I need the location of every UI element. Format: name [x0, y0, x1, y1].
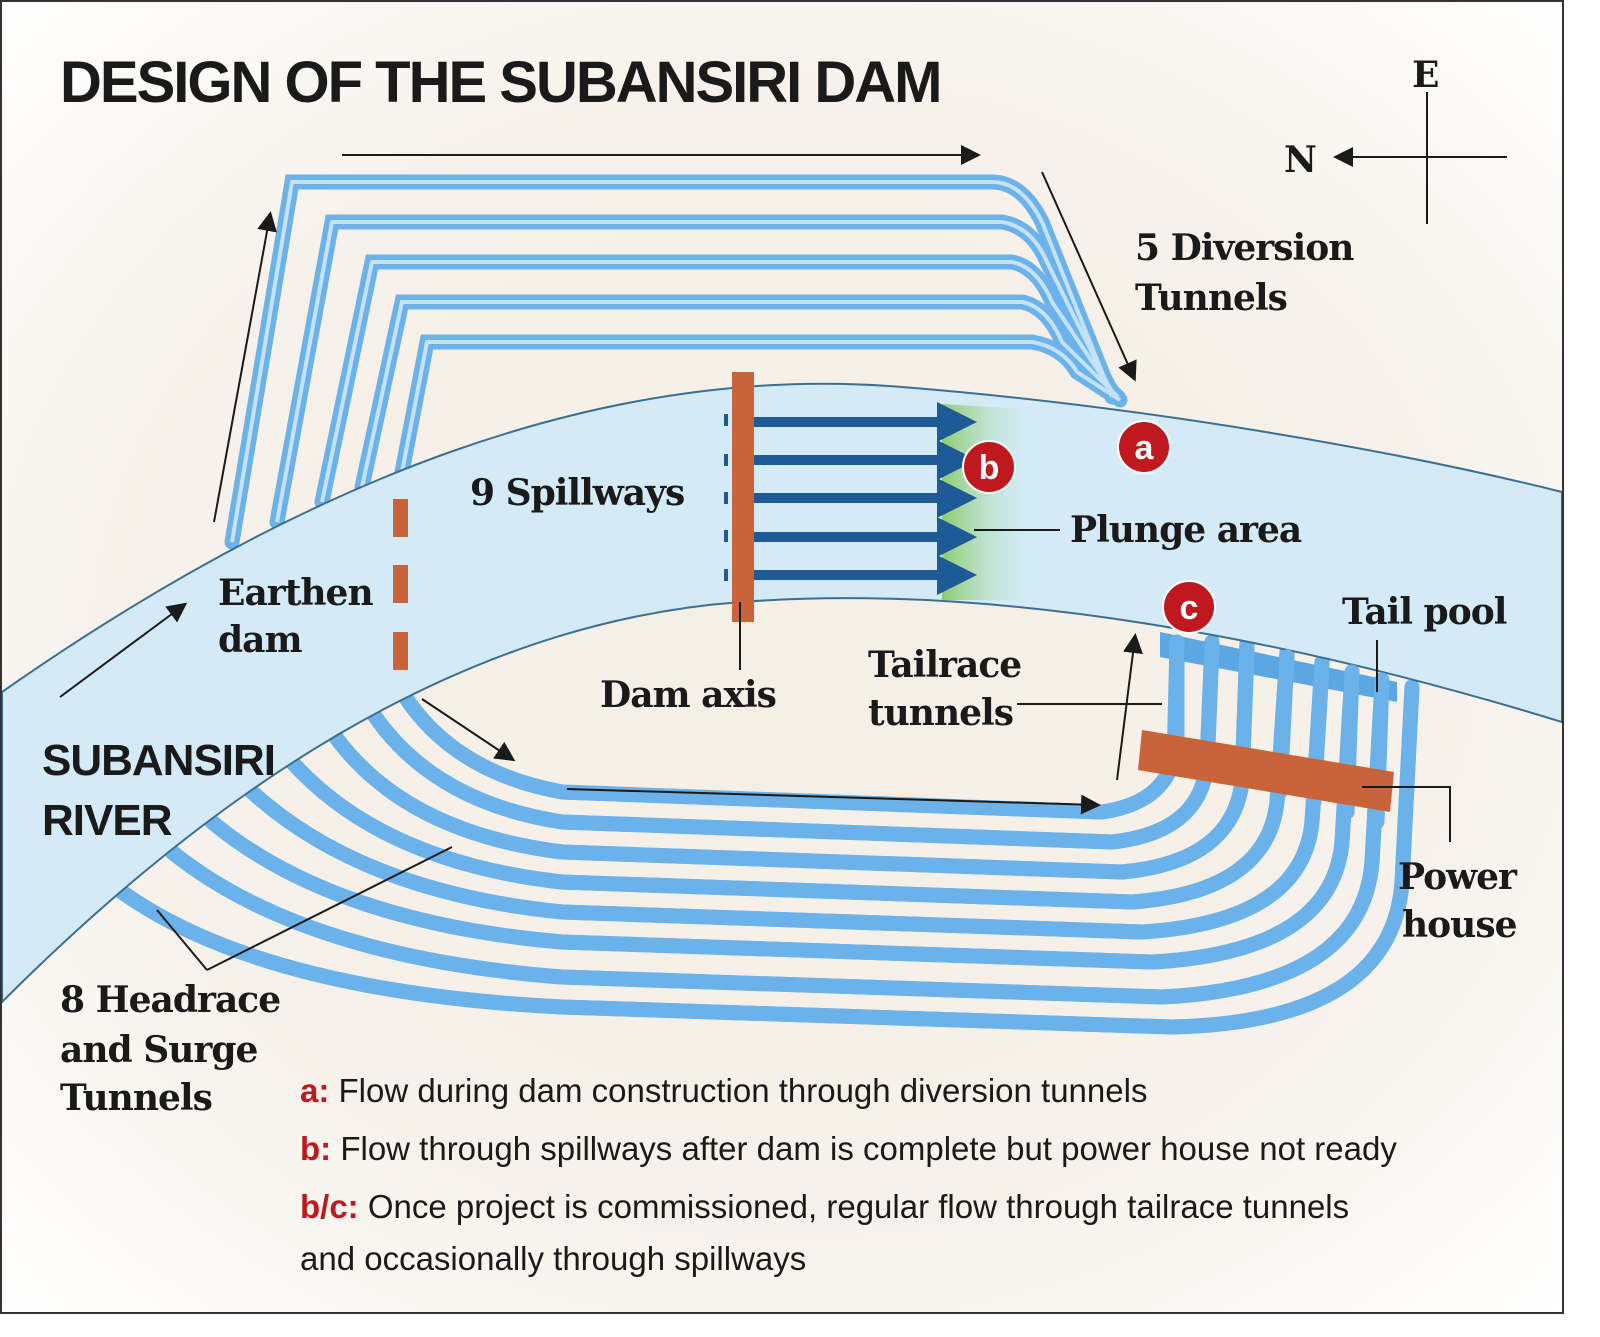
- diversion-label: 5 Diversion: [1135, 227, 1354, 269]
- earthen-dam-label: Earthen: [218, 572, 373, 614]
- svg-text:c: c: [1180, 589, 1199, 627]
- legend-item-bc-cont: and occasionally through spillways: [300, 1240, 806, 1277]
- compass-north: N: [1284, 139, 1316, 181]
- power-house: [1138, 730, 1394, 812]
- power-house-label: house: [1402, 904, 1517, 946]
- headrace-tunnels: [114, 634, 1420, 1035]
- earthen-dam-label: dam: [218, 619, 302, 661]
- marker-a: a: [1117, 420, 1171, 474]
- dam-axis-label: Dam axis: [600, 674, 776, 716]
- earthen-dam: [393, 499, 408, 670]
- power-house-label: Power: [1398, 856, 1518, 898]
- diversion-label: Tunnels: [1135, 277, 1287, 319]
- svg-text:a: a: [1135, 429, 1155, 467]
- headrace-label: and Surge: [60, 1029, 258, 1071]
- dam-diagram: E N a b c DESIGN OF THE SUBANSIRI DAM 5 …: [0, 0, 1564, 1314]
- page-title: DESIGN OF THE SUBANSIRI DAM: [60, 50, 941, 115]
- spillways-label: 9 Spillways: [470, 472, 684, 514]
- headrace-label: Tunnels: [60, 1077, 212, 1119]
- diversion-tunnels: [224, 174, 1128, 550]
- legend-item-b: b: Flow through spillways after dam is c…: [300, 1130, 1397, 1167]
- svg-text:b: b: [979, 449, 1000, 487]
- marker-c: c: [1162, 580, 1216, 634]
- compass: E N: [1284, 54, 1507, 224]
- plunge-label: Plunge area: [1070, 509, 1302, 551]
- diagram-canvas: E N a b c DESIGN OF THE SUBANSIRI DAM 5 …: [2, 50, 1562, 1277]
- tail-pool-label: Tail pool: [1342, 591, 1507, 633]
- river-label: SUBANSIRI: [42, 736, 275, 785]
- legend: a: Flow during dam construction through …: [300, 1072, 1397, 1277]
- dam-axis: [732, 372, 754, 622]
- tailrace-label: tunnels: [868, 692, 1013, 734]
- headrace-label: 8 Headrace: [60, 979, 280, 1021]
- marker-b: b: [962, 440, 1016, 494]
- flow-arrows: [59, 145, 1143, 815]
- spillway-arrows: [754, 402, 977, 595]
- legend-item-a: a: Flow during dam construction through …: [300, 1072, 1147, 1109]
- tailrace-tunnels: [1160, 632, 1397, 830]
- legend-item-bc: b/c: Once project is commissioned, regul…: [300, 1188, 1349, 1225]
- tailrace-label: Tailrace: [868, 644, 1021, 686]
- subansiri-river: [2, 382, 1562, 1004]
- compass-east: E: [1412, 54, 1438, 96]
- river-label: RIVER: [42, 796, 172, 845]
